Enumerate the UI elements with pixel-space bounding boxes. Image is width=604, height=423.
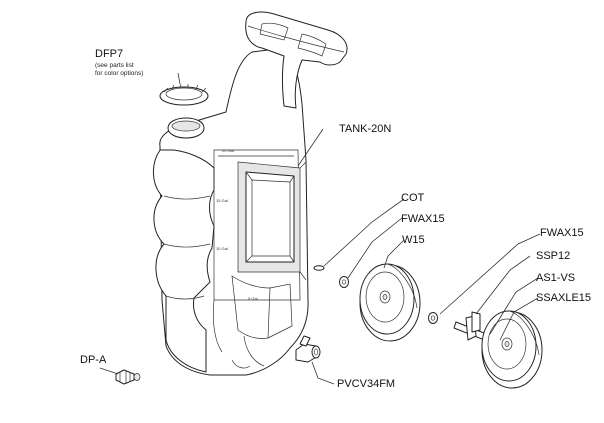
- fwax15-right-label: FWAX15: [540, 227, 584, 239]
- ball-valve-part: [295, 335, 321, 363]
- cot-label: COT: [401, 192, 425, 204]
- cap-o-ring-part: [313, 265, 325, 271]
- drain-plug-part: [115, 369, 141, 385]
- fill-cap: [159, 83, 209, 139]
- tank-level-mark: 15 Gal.: [216, 198, 229, 203]
- fwax15-left-label: FWAX15: [401, 213, 445, 225]
- left-flat-washer-part: [339, 276, 349, 288]
- fwax15-right-leader-line: [439, 233, 541, 315]
- dfp7-note: (see parts list: [95, 62, 134, 69]
- tank-level-mark: 20 Gal.: [222, 148, 235, 153]
- pvcv34fm-label: PVCV34FM: [337, 378, 396, 390]
- tank-label: TANK-20N: [339, 123, 392, 135]
- ssp12-leader-line: [475, 255, 531, 315]
- tank-handle: [245, 11, 348, 109]
- tank-leader-line: [297, 128, 324, 167]
- dfp7-leader-line: [177, 72, 181, 85]
- w15-leader-line: [383, 239, 405, 269]
- right-flat-washer-part: [428, 312, 438, 324]
- tank-level-mark: 10 Gal.: [216, 246, 229, 251]
- left-wheel-part: [359, 263, 421, 342]
- as1vs-label: AS1-VS: [536, 272, 576, 284]
- cot-leader-line: [323, 198, 405, 267]
- ssp12-label: SSP12: [536, 250, 571, 262]
- as1vs-leader-line: [489, 277, 539, 335]
- dpa-label: DP-A: [80, 354, 107, 366]
- dpa-leader-line: [99, 367, 119, 375]
- w15-label: W15: [402, 234, 425, 246]
- ssaxle15-leader-line: [499, 297, 539, 341]
- dfp7-note: for color options): [95, 70, 144, 77]
- right-wheel-part: [481, 310, 543, 389]
- dfp7-label: DFP7: [95, 48, 124, 60]
- ssaxle15-label: SSAXLE15: [536, 292, 592, 304]
- pvcv34fm-leader-line: [311, 361, 335, 385]
- fwax15-left-leader-line: [347, 217, 403, 279]
- tank-level-mark: 5 Gal.: [248, 296, 259, 301]
